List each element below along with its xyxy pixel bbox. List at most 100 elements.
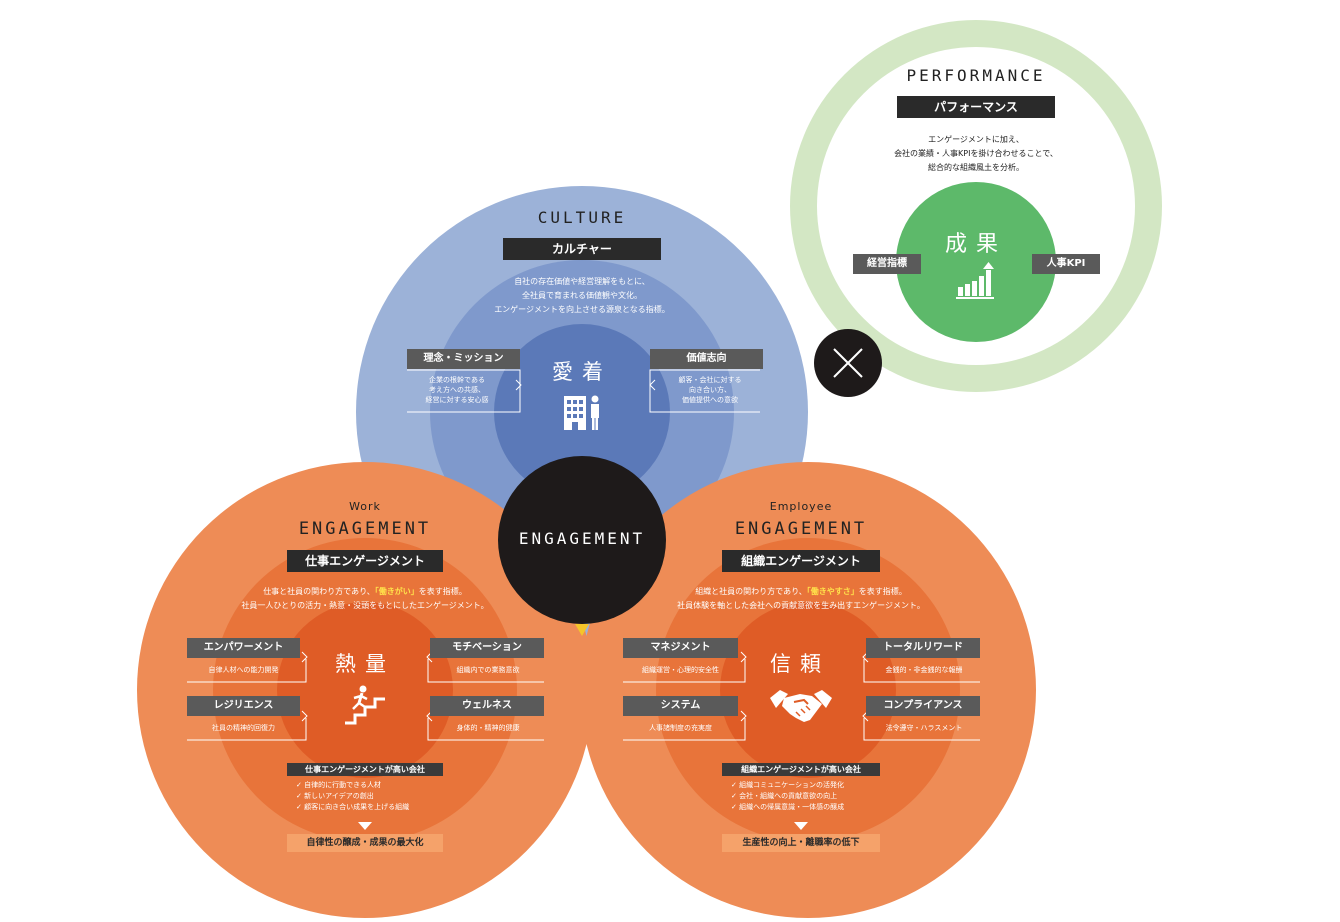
work-item-label: ウェルネス (430, 696, 544, 716)
performance-center-label: 成果 (944, 232, 1007, 257)
check-icon: ✓ (731, 792, 740, 800)
performance-desc-line: エンゲージメントに加え、 (928, 135, 1024, 144)
employee-item-label: コンプライアンス (866, 696, 980, 716)
work-item-desc: 社員の精神的回復力 (212, 724, 275, 732)
check-icon: ✓ (731, 781, 740, 789)
work-desc1-highlight: 「働きがい」 (374, 587, 419, 596)
performance-description: エンゲージメントに加え、 会社の業績・人事KPIを掛け合わせることで、 総合的な… (836, 133, 1116, 175)
work-item-desc: 自律人材への能力開発 (208, 666, 279, 674)
culture-left-desc: 企業の根幹である 考え方への共感、 経営に対する安心感 (407, 375, 507, 405)
work-desc1-post: を表す指標。 (418, 587, 467, 596)
employee-bracket-3 (623, 718, 746, 741)
employee-item-desc: 金銭的・非金銭的な報酬 (885, 666, 963, 674)
multiply-line-b (833, 348, 863, 378)
employee-check-item: ✓ 会社・組織への貢献意欲の向上 (731, 792, 838, 800)
culture-left-arrow (515, 379, 522, 391)
work-check-item: ✓ 顧客に向き合い成果を上げる組織 (296, 803, 410, 811)
culture-right-desc-line: 顧客・会社に対する (678, 376, 742, 384)
employee-result: 生産性の向上・離職率の低下 (722, 834, 880, 852)
culture-left-desc-line: 企業の根幹である (429, 376, 485, 384)
culture-right-bracket (649, 369, 760, 413)
employee-check-list: ✓ 組織コミュニケーションの活発化 ✓ 会社・組織への貢献意欲の向上 ✓ 組織へ… (731, 780, 901, 813)
work-item-label: レジリエンス (187, 696, 300, 716)
culture-description: 自社の存在価値や経営理解をもとに、 全社員で育まれる価値観や文化。 エンゲージメ… (442, 275, 722, 317)
check-icon: ✓ (296, 781, 305, 789)
employee-check-item: ✓ 組織への帰属意識・一体感の醸成 (731, 803, 845, 811)
performance-title-en: PERFORMANCE (906, 66, 1046, 85)
culture-right-desc-line: 価値提供への意欲 (682, 396, 738, 404)
work-check-item: ✓ 自律的に行動できる人材 (296, 781, 381, 789)
employee-outcome-label: 組織エンゲージメントが高い会社 (722, 763, 880, 776)
employee-desc-line-1: 組織と社員の関わり方であり、「働きやすさ」を表す指標。 (631, 585, 971, 599)
work-arrow-1 (301, 651, 308, 663)
work-title-ja: 仕事エンゲージメント (287, 550, 443, 572)
work-check-item: ✓ 新しいアイデアの創出 (296, 792, 374, 800)
work-center-label: 熱量 (335, 652, 395, 676)
work-result: 自律性の醸成・成果の最大化 (287, 834, 443, 852)
employee-item-desc: 法令遵守・ハラスメント (885, 724, 963, 732)
work-bracket-3 (187, 718, 307, 741)
employee-item-label: システム (623, 696, 738, 716)
performance-title-ja: パフォーマンス (897, 96, 1055, 118)
employee-item-label: トータルリワード (866, 638, 980, 658)
employee-desc1-highlight: 「働きやすさ」 (806, 587, 859, 596)
check-icon: ✓ (296, 803, 305, 811)
work-item-desc: 身体的・精神的健康 (456, 724, 520, 732)
building-person-icon (564, 395, 599, 430)
employee-check-item: ✓ 組織コミュニケーションの活発化 (731, 781, 844, 789)
employee-bracket-4 (863, 718, 980, 741)
culture-right-label: 価値志向 (650, 349, 763, 369)
culture-desc-line: エンゲージメントを向上させる源泉となる指標。 (494, 305, 670, 314)
employee-arrow-1 (740, 651, 747, 663)
work-bracket-4 (427, 718, 544, 741)
culture-right-desc-line: 向き合い方、 (689, 386, 731, 394)
work-desc-line-1: 仕事と社員の関わり方であり、「働きがい」を表す指標。 (195, 585, 535, 599)
engagement-center-circle (498, 456, 666, 624)
employee-bracket-1 (623, 659, 746, 683)
work-desc-line-2: 社員一人ひとりの活力・熱意・没頭をもとにしたエンゲージメント。 (241, 601, 489, 610)
employee-title-en: ENGAGEMENT (734, 519, 868, 539)
employee-desc-line-2: 社員体験を軸とした会社への貢献意欲を生み出すエンゲージメント。 (677, 601, 925, 610)
work-desc1-pre: 仕事と社員の関わり方であり、 (263, 587, 375, 596)
employee-down-triangle (794, 822, 808, 830)
culture-right-arrow (649, 379, 656, 391)
employee-desc1-pre: 組織と社員の関わり方であり、 (695, 587, 807, 596)
performance-green-circle (896, 182, 1056, 342)
culture-desc-line: 自社の存在価値や経営理解をもとに、 (514, 277, 650, 286)
performance-desc-line: 会社の業績・人事KPIを掛け合わせることで、 (894, 149, 1058, 158)
employee-title-ja: 組織エンゲージメント (722, 550, 880, 572)
culture-title-ja: カルチャー (503, 238, 661, 260)
check-icon: ✓ (731, 803, 740, 811)
work-outcome-label: 仕事エンゲージメントが高い会社 (287, 763, 443, 776)
employee-item-desc: 組織運営・心理的安全性 (642, 666, 719, 674)
employee-desc1-post: を表す指標。 (858, 587, 907, 596)
culture-left-desc-line: 経営に対する安心感 (425, 396, 489, 404)
work-down-triangle (358, 822, 372, 830)
work-bracket-2 (427, 659, 544, 683)
employee-arrow-3 (740, 710, 747, 722)
performance-right-label: 人事KPI (1032, 254, 1100, 274)
culture-left-bracket (407, 369, 521, 413)
culture-desc-line: 全社員で育まれる価値観や文化。 (522, 291, 642, 300)
work-title-small: Work (349, 500, 381, 513)
work-check-list: ✓ 自律的に行動できる人材 ✓ 新しいアイデアの創出 ✓ 顧客に向き合い成果を上… (296, 780, 456, 813)
work-item-label: エンパワーメント (187, 638, 300, 658)
culture-center-label: 愛着 (552, 360, 612, 384)
check-icon: ✓ (296, 792, 305, 800)
culture-left-desc-line: 考え方への共感、 (429, 386, 485, 394)
employee-item-label: マネジメント (623, 638, 738, 658)
growth-chart-icon (956, 262, 994, 299)
employee-bracket-2 (863, 659, 980, 683)
engagement-center-label: ENGAGEMENT (518, 529, 646, 548)
work-title-en: ENGAGEMENT (298, 519, 432, 539)
performance-left-label: 経営指標 (853, 254, 921, 274)
engagement-pointer (575, 624, 589, 636)
work-item-label: モチベーション (430, 638, 544, 658)
culture-left-label: 理念・ミッション (407, 349, 520, 369)
work-bracket-1 (187, 659, 307, 683)
employee-title-small: Employee (769, 500, 833, 513)
work-item-desc: 組織内での業務意欲 (456, 666, 520, 674)
culture-right-desc: 顧客・会社に対する 向き合い方、 価値提供への意欲 (660, 375, 760, 405)
work-arrow-3 (301, 710, 308, 722)
